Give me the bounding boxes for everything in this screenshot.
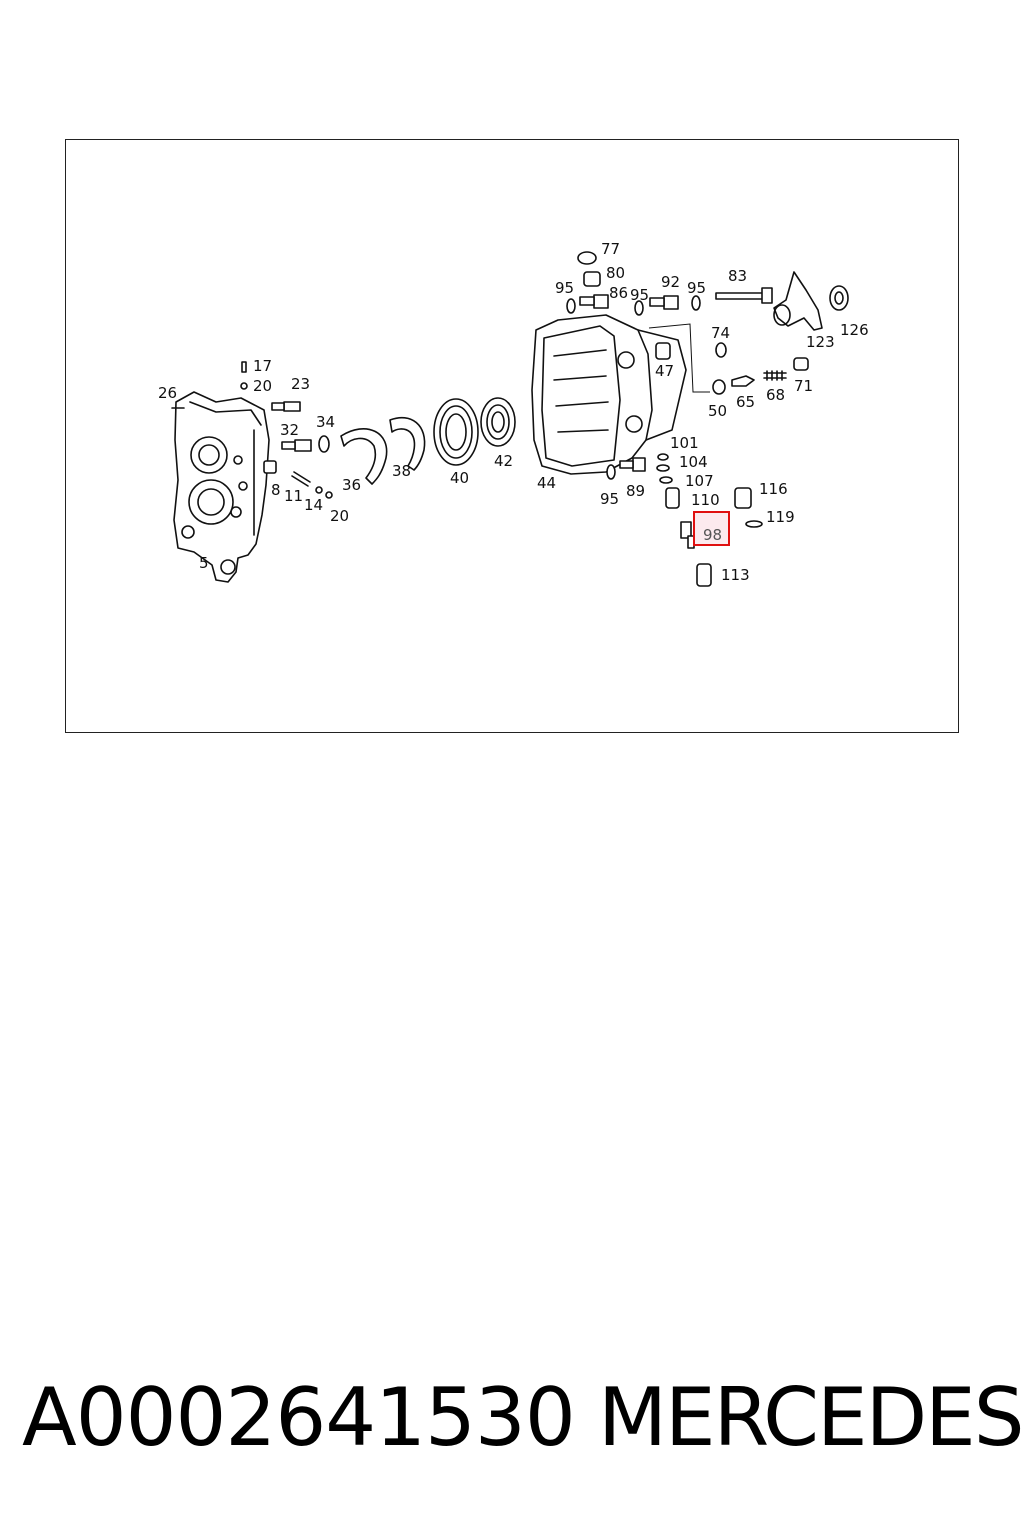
callout-44: 44 — [537, 474, 556, 492]
washer-95b-part — [634, 300, 644, 316]
end-cover-part — [173, 391, 270, 583]
cap-77-part — [577, 251, 597, 265]
bolt-86-part — [579, 294, 609, 309]
callout-83: 83 — [728, 267, 747, 285]
shim-38-part — [389, 416, 426, 471]
ring-107-part — [659, 476, 673, 484]
callout-95: 95 — [555, 279, 574, 297]
bolt-83-part — [715, 287, 773, 304]
highlight-box — [693, 511, 730, 546]
footer: A0002641530 MERCEDES — [0, 1372, 1024, 1472]
callout-71: 71 — [794, 377, 813, 395]
callout-17: 17 — [253, 357, 272, 375]
callout-80: 80 — [606, 264, 625, 282]
shim-36-part — [340, 427, 388, 485]
callout-86: 86 — [609, 284, 628, 302]
callout-98-highlighted: 98 — [703, 526, 722, 544]
callout-95: 95 — [687, 279, 706, 297]
sleeve-8-part — [263, 460, 277, 474]
brand-name: MERCEDES — [598, 1371, 1024, 1464]
flange-123-part — [773, 271, 823, 331]
callout-89: 89 — [626, 482, 645, 500]
washer-20-part — [240, 382, 248, 390]
washer-95c-part — [691, 295, 701, 311]
callout-47: 47 — [655, 362, 674, 380]
callout-32: 32 — [280, 421, 299, 439]
callout-20: 20 — [253, 377, 272, 395]
callout-11: 11 — [284, 487, 303, 505]
diagram-drawing: 77 80 95 86 95 92 95 83 126 123 74 47 71… — [158, 240, 869, 587]
callout-77: 77 — [601, 240, 620, 258]
bolt-32-part — [281, 439, 312, 452]
callout-40: 40 — [450, 469, 469, 487]
switch-98-part — [680, 521, 695, 549]
ring-74-part — [715, 342, 727, 358]
housing-44-part — [531, 314, 687, 475]
bolt-92-part — [649, 295, 679, 310]
callout-95: 95 — [600, 490, 619, 508]
plug-116-part — [734, 487, 752, 509]
nut-80-part — [583, 271, 601, 287]
ring-20-part — [325, 491, 333, 499]
spring-11-part — [291, 471, 311, 487]
ring-104-part — [656, 464, 670, 472]
pin-65-part — [731, 375, 755, 387]
bolt-23-part — [271, 401, 301, 412]
seal-34-part — [318, 435, 330, 453]
callout-110: 110 — [691, 491, 720, 509]
part-number: A0002641530 — [22, 1371, 576, 1464]
callout-95: 95 — [630, 286, 649, 304]
callout-20: 20 — [330, 507, 349, 525]
bolt-89-part — [619, 457, 646, 472]
plug-113-part — [696, 563, 712, 587]
callout-8: 8 — [271, 481, 281, 499]
washer-95d-part — [606, 464, 616, 480]
ring-101-part — [657, 453, 669, 461]
plug-110-part — [665, 487, 680, 509]
callout-104: 104 — [679, 453, 708, 471]
bearing-40-part — [433, 398, 479, 466]
plug-71-part — [793, 357, 809, 371]
callout-113: 113 — [721, 566, 750, 584]
spring-68-part — [763, 370, 787, 381]
callout-119: 119 — [766, 508, 795, 526]
callout-116: 116 — [759, 480, 788, 498]
callout-74: 74 — [711, 324, 730, 342]
callout-126: 126 — [840, 321, 869, 339]
callout-34: 34 — [316, 413, 335, 431]
callout-92: 92 — [661, 273, 680, 291]
ring-50-part — [712, 379, 726, 395]
washer-95a-part — [566, 298, 576, 314]
callout-68: 68 — [766, 386, 785, 404]
callout-50: 50 — [708, 402, 727, 420]
callout-38: 38 — [392, 462, 411, 480]
pin-17-part — [241, 361, 247, 373]
callout-101: 101 — [670, 434, 699, 452]
callout-36: 36 — [342, 476, 361, 494]
callout-23: 23 — [291, 375, 310, 393]
reference-line — [648, 323, 710, 393]
nut-126-part — [829, 285, 849, 311]
callout-14: 14 — [304, 496, 323, 514]
exploded-parts-diagram: 77 80 95 86 95 92 95 83 126 123 74 47 71… — [65, 139, 959, 733]
callout-42: 42 — [494, 452, 513, 470]
callout-107: 107 — [685, 472, 714, 490]
seal-42-part — [480, 397, 516, 447]
callout-123: 123 — [806, 333, 835, 351]
sleeve-47-part — [655, 342, 671, 360]
ring-14-part — [315, 486, 323, 494]
callout-65: 65 — [736, 393, 755, 411]
callout-26: 26 — [158, 384, 177, 402]
callout-5: 5 — [199, 554, 209, 572]
ring-119-part — [745, 520, 763, 528]
